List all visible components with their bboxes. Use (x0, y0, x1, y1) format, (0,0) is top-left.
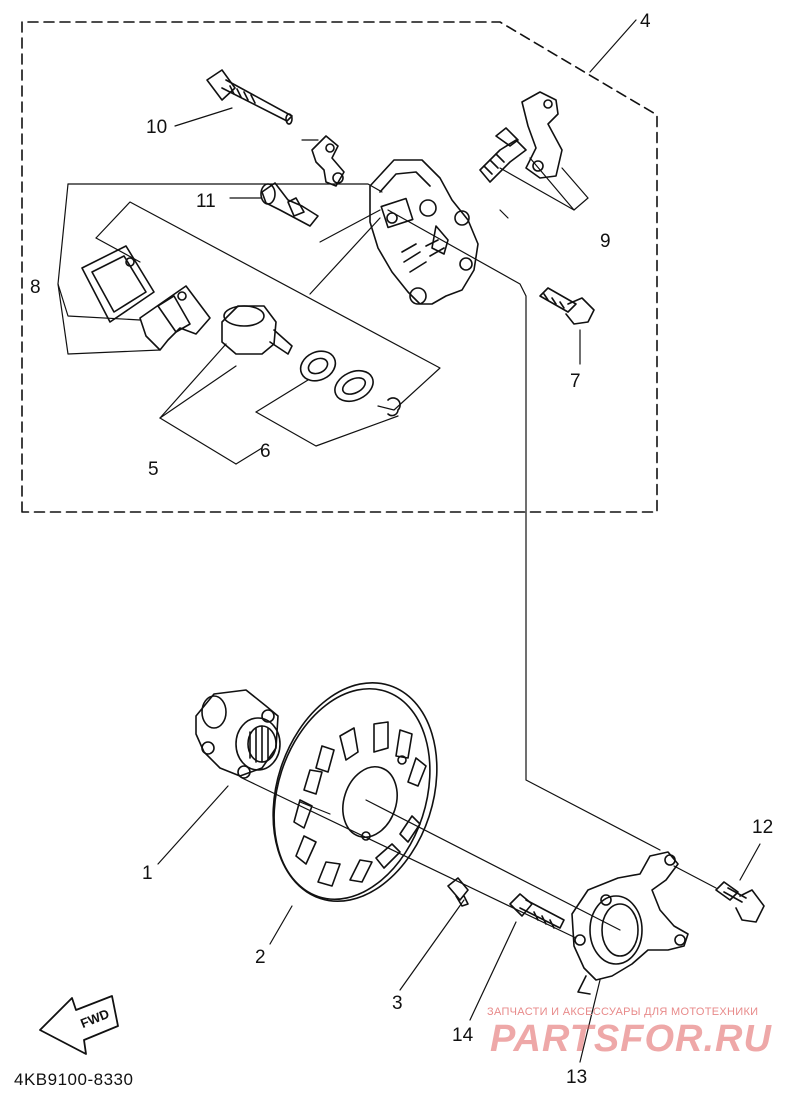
caliper-bracket-part (571, 851, 689, 995)
part-label-1: 1 (142, 863, 153, 884)
retaining-ring-part (387, 397, 401, 417)
part-label-13: 13 (566, 1067, 588, 1088)
part-label-6: 6 (260, 441, 271, 462)
caliper-mount-bolt-part (539, 287, 595, 325)
brake-disc-part (272, 681, 438, 903)
piston-seal-part (299, 350, 337, 382)
disc-bolt-part (447, 877, 469, 907)
caliper-assembly-boundary (21, 21, 658, 513)
part-label-11: 11 (196, 191, 216, 212)
pad-pin-clip-part (311, 135, 345, 187)
part-label-3: 3 (392, 993, 403, 1014)
part-label-14: 14 (452, 1025, 474, 1046)
caliper-piston-part (221, 305, 293, 355)
watermark-tagline: ЗАПЧАСТИ И АКСЕССУАРЫ ДЛЯ МОТОТЕХНИКИ (487, 1006, 759, 1018)
brake-pad-part (139, 285, 211, 351)
part-label-4: 4 (640, 11, 651, 32)
caliper-body-part (369, 159, 479, 305)
part-label-9: 9 (600, 231, 611, 252)
drawing-code: 4KB9100-8330 (14, 1070, 134, 1089)
leader-lines (57, 19, 661, 851)
banjo-fitting-part (479, 127, 527, 183)
part-label-7: 7 (570, 371, 581, 392)
lower-leader-lines (157, 777, 761, 1063)
pin-bolt-part (206, 69, 293, 125)
part-label-10: 10 (146, 117, 168, 138)
caliper-bracket-bolt-part (715, 881, 765, 923)
part-label-12: 12 (752, 817, 774, 838)
part-label-5: 5 (148, 459, 159, 480)
fwd-arrow-icon (39, 995, 119, 1055)
brake-disc-hub-part (195, 689, 281, 779)
watermark-logo: PARTSFOR.RU (490, 1018, 772, 1060)
part-label-8: 8 (30, 277, 41, 298)
brake-pad-shim-part (81, 245, 155, 323)
bracket-bolt-part (509, 893, 565, 929)
bleed-screw-part (260, 182, 319, 227)
caliper-bracket-small-part (521, 91, 563, 179)
part-label-2: 2 (255, 947, 266, 968)
dust-seal-part (334, 369, 374, 403)
